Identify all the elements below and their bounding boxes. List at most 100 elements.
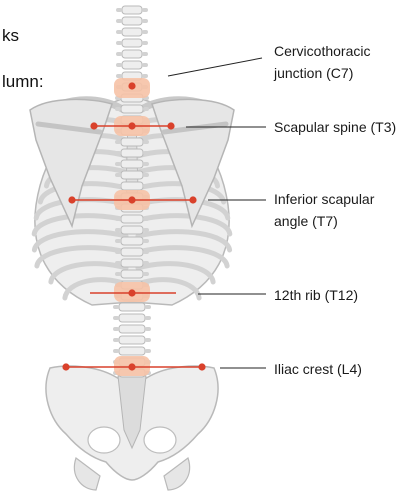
vertebra	[122, 17, 142, 25]
label-line: Iliac crest (L4)	[274, 358, 362, 380]
landmark-dot	[167, 122, 174, 129]
transverse-process	[115, 173, 121, 177]
transverse-process	[143, 151, 149, 155]
transverse-process	[143, 173, 149, 177]
transverse-process	[113, 305, 119, 309]
transverse-process	[145, 316, 151, 320]
transverse-process	[115, 184, 121, 188]
transverse-process	[115, 272, 121, 276]
transverse-process	[142, 19, 148, 23]
transverse-process	[142, 63, 148, 67]
landmark-dot	[90, 122, 97, 129]
vertebra	[121, 160, 143, 168]
transverse-process	[116, 30, 122, 34]
label-scapular-spine: Scapular spine (T3)	[274, 116, 396, 138]
label-cervicothoracic-junction: Cervicothoracic junction (C7)	[274, 40, 370, 84]
landmark-dot	[198, 363, 205, 370]
label-inferior-scapular-angle: Inferior scapular angle (T7)	[274, 188, 374, 232]
vertebra	[121, 270, 143, 278]
landmark-dot	[68, 196, 75, 203]
transverse-process	[142, 30, 148, 34]
landmark-dot	[62, 363, 69, 370]
label-line: Cervicothoracic	[274, 40, 370, 62]
vertebra	[121, 149, 143, 157]
transverse-process	[113, 327, 119, 331]
transverse-process	[142, 52, 148, 56]
transverse-process	[116, 41, 122, 45]
transverse-process	[115, 151, 121, 155]
transverse-process	[143, 162, 149, 166]
transverse-process	[142, 41, 148, 45]
right-obturator-foramen	[144, 427, 176, 453]
transverse-process	[145, 338, 151, 342]
label-line: angle (T7)	[274, 210, 374, 232]
transverse-process	[115, 107, 121, 111]
vertebra	[121, 138, 143, 146]
transverse-process	[145, 305, 151, 309]
vertebra	[122, 61, 142, 69]
vertebra	[121, 215, 143, 223]
vertebra	[121, 259, 143, 267]
transverse-process	[115, 239, 121, 243]
transverse-process	[115, 217, 121, 221]
landmark-dot	[128, 289, 135, 296]
transverse-process	[113, 338, 119, 342]
transverse-process	[143, 250, 149, 254]
left-obturator-foramen	[88, 427, 120, 453]
transverse-process	[142, 8, 148, 12]
left-femur-head	[74, 458, 100, 490]
transverse-process	[143, 239, 149, 243]
transverse-process	[143, 261, 149, 265]
vertebra	[122, 6, 142, 14]
right-femur-head	[164, 458, 190, 490]
transverse-process	[116, 63, 122, 67]
landmark-dot	[189, 196, 196, 203]
vertebra	[121, 171, 143, 179]
vertebra	[121, 248, 143, 256]
vertebra	[122, 50, 142, 58]
transverse-process	[143, 184, 149, 188]
landmark-dot	[128, 122, 135, 129]
vertebra	[119, 336, 145, 344]
vertebra	[121, 182, 143, 190]
transverse-process	[143, 228, 149, 232]
vertebra	[122, 39, 142, 47]
transverse-process	[143, 272, 149, 276]
label-line: Inferior scapular	[274, 188, 374, 210]
vertebra	[119, 303, 145, 311]
transverse-process	[115, 261, 121, 265]
vertebra	[121, 105, 143, 113]
landmark-dot	[128, 82, 135, 89]
transverse-process	[145, 327, 151, 331]
label-iliac-crest: Iliac crest (L4)	[274, 358, 362, 380]
leader-cervicothoracic	[168, 58, 262, 76]
transverse-process	[145, 349, 151, 353]
transverse-process	[113, 316, 119, 320]
landmark-dot	[128, 196, 135, 203]
transverse-process	[116, 19, 122, 23]
vertebra	[119, 314, 145, 322]
label-line: junction (C7)	[274, 62, 370, 84]
vertebra	[121, 226, 143, 234]
transverse-process	[142, 74, 148, 78]
transverse-process	[143, 107, 149, 111]
pelvis	[46, 366, 218, 490]
transverse-process	[115, 228, 121, 232]
transverse-process	[116, 8, 122, 12]
transverse-process	[115, 250, 121, 254]
label-12th-rib: 12th rib (T12)	[274, 284, 358, 306]
vertebra	[122, 28, 142, 36]
vertebra	[119, 347, 145, 355]
transverse-process	[143, 217, 149, 221]
transverse-process	[115, 162, 121, 166]
label-line: 12th rib (T12)	[274, 284, 358, 306]
transverse-process	[113, 349, 119, 353]
transverse-process	[143, 140, 149, 144]
landmark-dot	[128, 363, 135, 370]
vertebra	[121, 237, 143, 245]
transverse-process	[115, 140, 121, 144]
transverse-process	[116, 52, 122, 56]
transverse-process	[116, 74, 122, 78]
label-line: Scapular spine (T3)	[274, 116, 396, 138]
